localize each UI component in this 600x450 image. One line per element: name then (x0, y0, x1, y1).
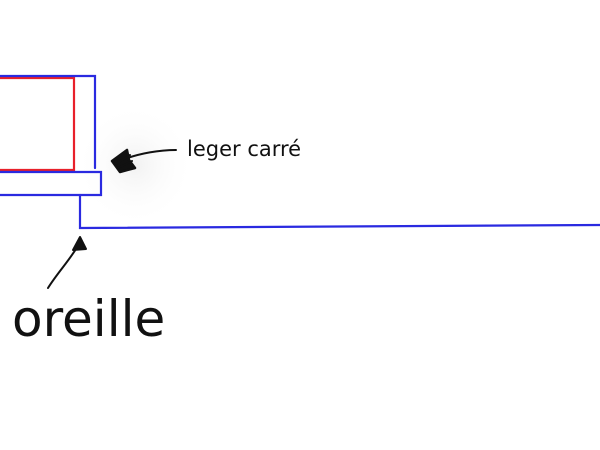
blue-outline (0, 74, 600, 230)
smudge-shadow (75, 103, 195, 227)
arrow-to-ear (47, 236, 87, 289)
square-note-label: leger carré (187, 137, 302, 161)
red-outline (0, 76, 76, 172)
ear-label: oreille (12, 290, 166, 348)
arrow-to-corner (110, 148, 177, 174)
